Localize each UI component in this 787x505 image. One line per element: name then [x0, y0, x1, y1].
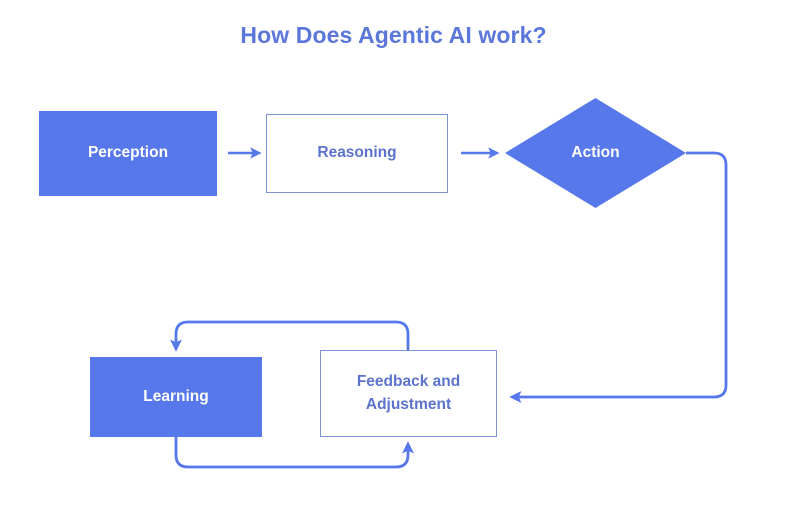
node-feedback-and-adjustment-label: Feedback and Adjustment	[356, 373, 461, 413]
node-feedback-and-adjustment[interactable]: Feedback and Adjustment	[320, 350, 497, 437]
page-title: How Does Agentic AI work?	[240, 22, 547, 48]
node-perception-label: Perception	[87, 144, 169, 162]
node-action-label: Action	[571, 143, 620, 161]
edge-action-to-feedback	[509, 151, 728, 404]
node-learning[interactable]: Learning	[90, 357, 262, 437]
diamond-shape	[505, 98, 686, 208]
node-reasoning[interactable]: Reasoning	[266, 114, 448, 193]
edge-learning-to-feedback	[174, 437, 415, 469]
edge-feedback-to-learning	[169, 320, 410, 352]
node-learning-label: Learning	[143, 387, 209, 405]
node-reasoning-label: Reasoning	[317, 144, 397, 162]
node-perception[interactable]: Perception	[39, 111, 217, 196]
node-action[interactable]: Action	[505, 98, 686, 208]
